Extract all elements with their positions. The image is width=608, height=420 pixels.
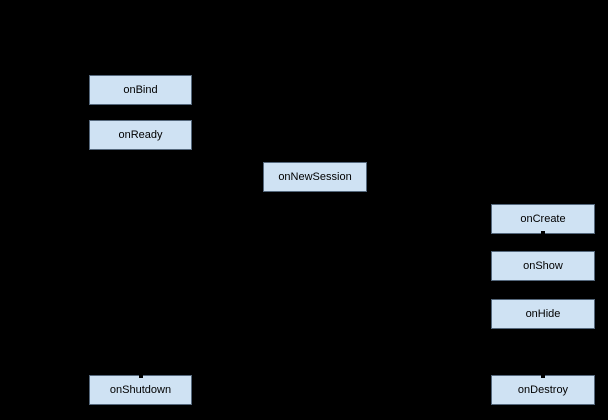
node-onshutdown: onShutdown <box>89 375 192 405</box>
node-onhide: onHide <box>491 299 595 329</box>
node-oncreate: onCreate <box>491 204 595 234</box>
node-onready: onReady <box>89 120 192 150</box>
node-ondestroy: onDestroy <box>491 375 595 405</box>
node-onnewsession: onNewSession <box>263 162 367 192</box>
node-onbind: onBind <box>89 75 192 105</box>
node-onshow: onShow <box>491 251 595 281</box>
